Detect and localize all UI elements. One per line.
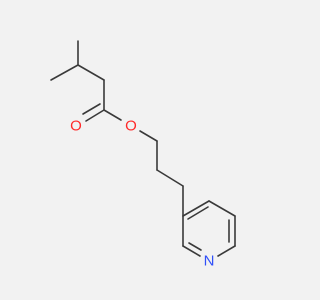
bond-c5-o-ester: [103, 109, 122, 121]
structure-diagram: O O N: [50, 40, 236, 270]
bond-c5-o-carbonyl-a: [85, 109, 105, 122]
ring-bond-4: [217, 245, 236, 257]
bond-c7-c8: [156, 169, 184, 187]
ring-bond-2: [208, 200, 236, 217]
ring-bond-1: [182, 200, 210, 217]
ring-bond-5: [182, 245, 201, 257]
ring-bond-1-inner: [187, 206, 209, 220]
bond-c2-c3: [50, 64, 79, 81]
atom-oxygen-carbonyl: O: [70, 118, 82, 135]
ring-bond-5-inner: [188, 242, 202, 251]
atom-nitrogen-ring: N: [204, 253, 215, 270]
bond-c2-c4: [77, 64, 105, 81]
atom-oxygen-ester: O: [125, 118, 137, 135]
bond-o-c6: [139, 130, 158, 142]
molecule-canvas: O O N: [50, 40, 236, 270]
bond-c5-o-carbonyl-b: [82, 103, 101, 115]
